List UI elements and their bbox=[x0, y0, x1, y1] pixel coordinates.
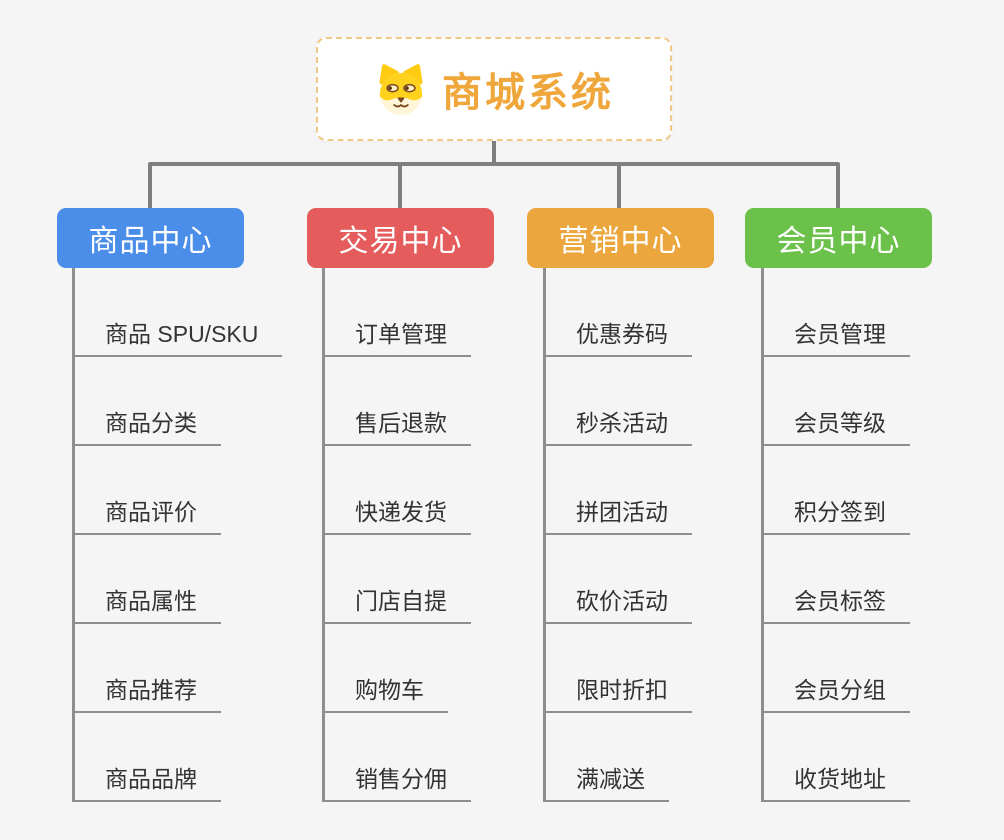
node-item[interactable]: 销售分佣 bbox=[325, 764, 471, 802]
node-item[interactable]: 订单管理 bbox=[325, 319, 471, 357]
branch-list-trade: 订单管理 售后退款 快递发货 门店自提 购物车 销售分佣 bbox=[322, 268, 471, 802]
node-item[interactable]: 快递发货 bbox=[325, 497, 471, 535]
doge-icon bbox=[379, 64, 423, 116]
root-node[interactable]: 商城系统 bbox=[316, 37, 672, 141]
node-item[interactable]: 商品 SPU/SKU bbox=[75, 319, 283, 357]
node-item[interactable]: 秒杀活动 bbox=[546, 408, 692, 446]
node-item[interactable]: 积分签到 bbox=[764, 497, 910, 535]
node-item[interactable]: 会员管理 bbox=[764, 319, 910, 357]
branch-header-members[interactable]: 会员中心 bbox=[745, 208, 932, 268]
node-item[interactable]: 会员标签 bbox=[764, 586, 910, 624]
node-item[interactable]: 拼团活动 bbox=[546, 497, 692, 535]
root-title: 商城系统 bbox=[442, 71, 614, 115]
node-item[interactable]: 商品品牌 bbox=[75, 764, 221, 802]
node-item[interactable]: 购物车 bbox=[325, 675, 448, 713]
node-item[interactable]: 商品属性 bbox=[75, 586, 221, 624]
node-item[interactable]: 会员分组 bbox=[764, 675, 910, 713]
node-item[interactable]: 售后退款 bbox=[325, 408, 471, 446]
node-item[interactable]: 商品推荐 bbox=[75, 675, 221, 713]
node-item[interactable]: 满减送 bbox=[546, 764, 669, 802]
branch-header-marketing[interactable]: 营销中心 bbox=[527, 208, 714, 268]
node-item[interactable]: 收货地址 bbox=[764, 764, 910, 802]
branch-header-products[interactable]: 商品中心 bbox=[57, 208, 244, 268]
node-item[interactable]: 优惠券码 bbox=[546, 319, 692, 357]
node-item[interactable]: 会员等级 bbox=[764, 408, 910, 446]
node-item[interactable]: 砍价活动 bbox=[546, 586, 692, 624]
branch-list-members: 会员管理 会员等级 积分签到 会员标签 会员分组 收货地址 bbox=[761, 268, 910, 802]
node-item[interactable]: 门店自提 bbox=[325, 586, 471, 624]
branch-header-trade[interactable]: 交易中心 bbox=[307, 208, 494, 268]
node-item[interactable]: 商品分类 bbox=[75, 408, 221, 446]
branch-list-products: 商品 SPU/SKU 商品分类 商品评价 商品属性 商品推荐 商品品牌 bbox=[72, 268, 283, 802]
branch-list-marketing: 优惠券码 秒杀活动 拼团活动 砍价活动 限时折扣 满减送 bbox=[543, 268, 692, 802]
node-item[interactable]: 限时折扣 bbox=[546, 675, 692, 713]
node-item[interactable]: 商品评价 bbox=[75, 497, 221, 535]
